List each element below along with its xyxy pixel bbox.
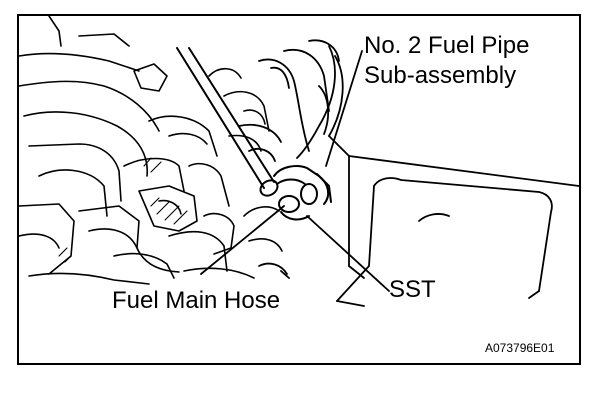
body-panel-outline [258,135,579,307]
engine-bay-illustration [19,16,579,307]
fuel-pipe-label-line1: No. 2 Fuel Pipe [364,32,530,59]
fuel-connector [273,165,332,221]
sst-label: SST [389,276,436,303]
fuel-pipe-sketch [238,39,344,162]
leader-sst [306,215,390,292]
fuel-main-hose-label: Fuel Main Hose [112,287,281,314]
shading-hatch [58,157,188,263]
leader-fuel-pipe [325,50,363,167]
fuel-pipe-label-line2: Sub-assembly [364,62,517,89]
figure-id: A073796E01 [485,341,555,355]
figure-frame: No. 2 Fuel Pipe Sub-assembly SST Fuel Ma… [17,14,581,365]
leader-fuel-main-hose [200,205,285,275]
leader-lines [200,50,390,292]
engine-components-sketch [19,16,283,285]
